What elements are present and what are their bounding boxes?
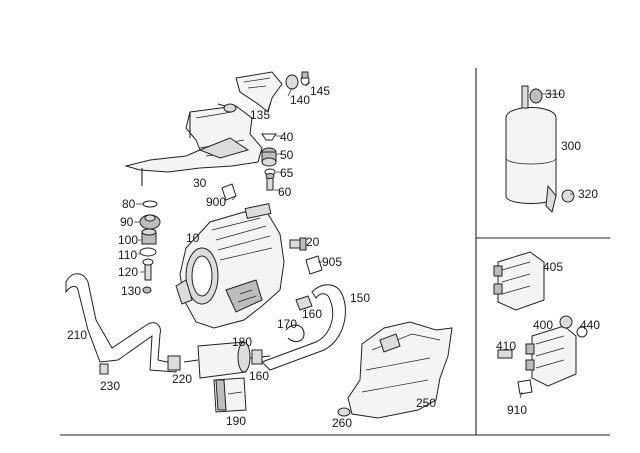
upper-bracket	[235, 71, 310, 113]
label-80: 80	[122, 197, 136, 211]
reservoir-300	[505, 85, 575, 213]
label-150: 150	[350, 291, 371, 305]
label-160-upper: 160	[302, 307, 323, 321]
filter-180	[183, 341, 271, 379]
label-260: 260	[332, 416, 353, 430]
label-900: 900	[206, 195, 227, 209]
label-135: 135	[250, 108, 271, 122]
leader-lines	[134, 81, 574, 399]
small-parts-right	[221, 183, 323, 275]
label-910: 910	[507, 403, 528, 417]
cover-250	[337, 321, 453, 419]
fastener-stack	[261, 133, 277, 191]
label-130: 130	[121, 284, 142, 298]
label-250: 250	[416, 396, 437, 410]
compressor-unit	[175, 203, 285, 329]
label-410: 410	[496, 339, 517, 353]
label-400: 400	[533, 318, 554, 332]
label-320: 320	[578, 187, 599, 201]
mounting-bracket	[124, 103, 263, 186]
label-50: 50	[280, 148, 294, 162]
label-10: 10	[186, 231, 200, 245]
label-405: 405	[543, 260, 564, 274]
label-905: 905	[322, 255, 343, 269]
label-210: 210	[67, 328, 88, 342]
label-30: 30	[193, 176, 207, 190]
mount-stack	[139, 200, 161, 294]
label-180: 180	[232, 335, 253, 349]
label-190: 190	[226, 414, 247, 428]
hose-210	[65, 273, 181, 375]
label-65: 65	[280, 166, 294, 180]
label-120: 120	[118, 265, 139, 279]
label-230: 230	[100, 379, 121, 393]
label-145: 145	[310, 84, 331, 98]
label-300: 300	[561, 139, 582, 153]
label-110: 110	[118, 248, 138, 262]
label-20: 20	[306, 235, 320, 249]
label-40: 40	[280, 130, 294, 144]
valve-block-405	[493, 251, 545, 311]
label-220: 220	[172, 372, 193, 386]
label-90: 90	[120, 215, 134, 229]
label-160-lower: 160	[249, 369, 270, 383]
label-310: 310	[545, 87, 566, 101]
label-100: 100	[118, 233, 139, 247]
bracket-190	[213, 377, 247, 413]
hose-150	[261, 284, 346, 371]
frame	[60, 68, 610, 436]
valve-block-400	[497, 315, 588, 395]
label-140: 140	[290, 93, 311, 107]
label-60: 60	[278, 185, 292, 199]
label-440: 440	[580, 318, 601, 332]
label-170: 170	[277, 317, 298, 331]
